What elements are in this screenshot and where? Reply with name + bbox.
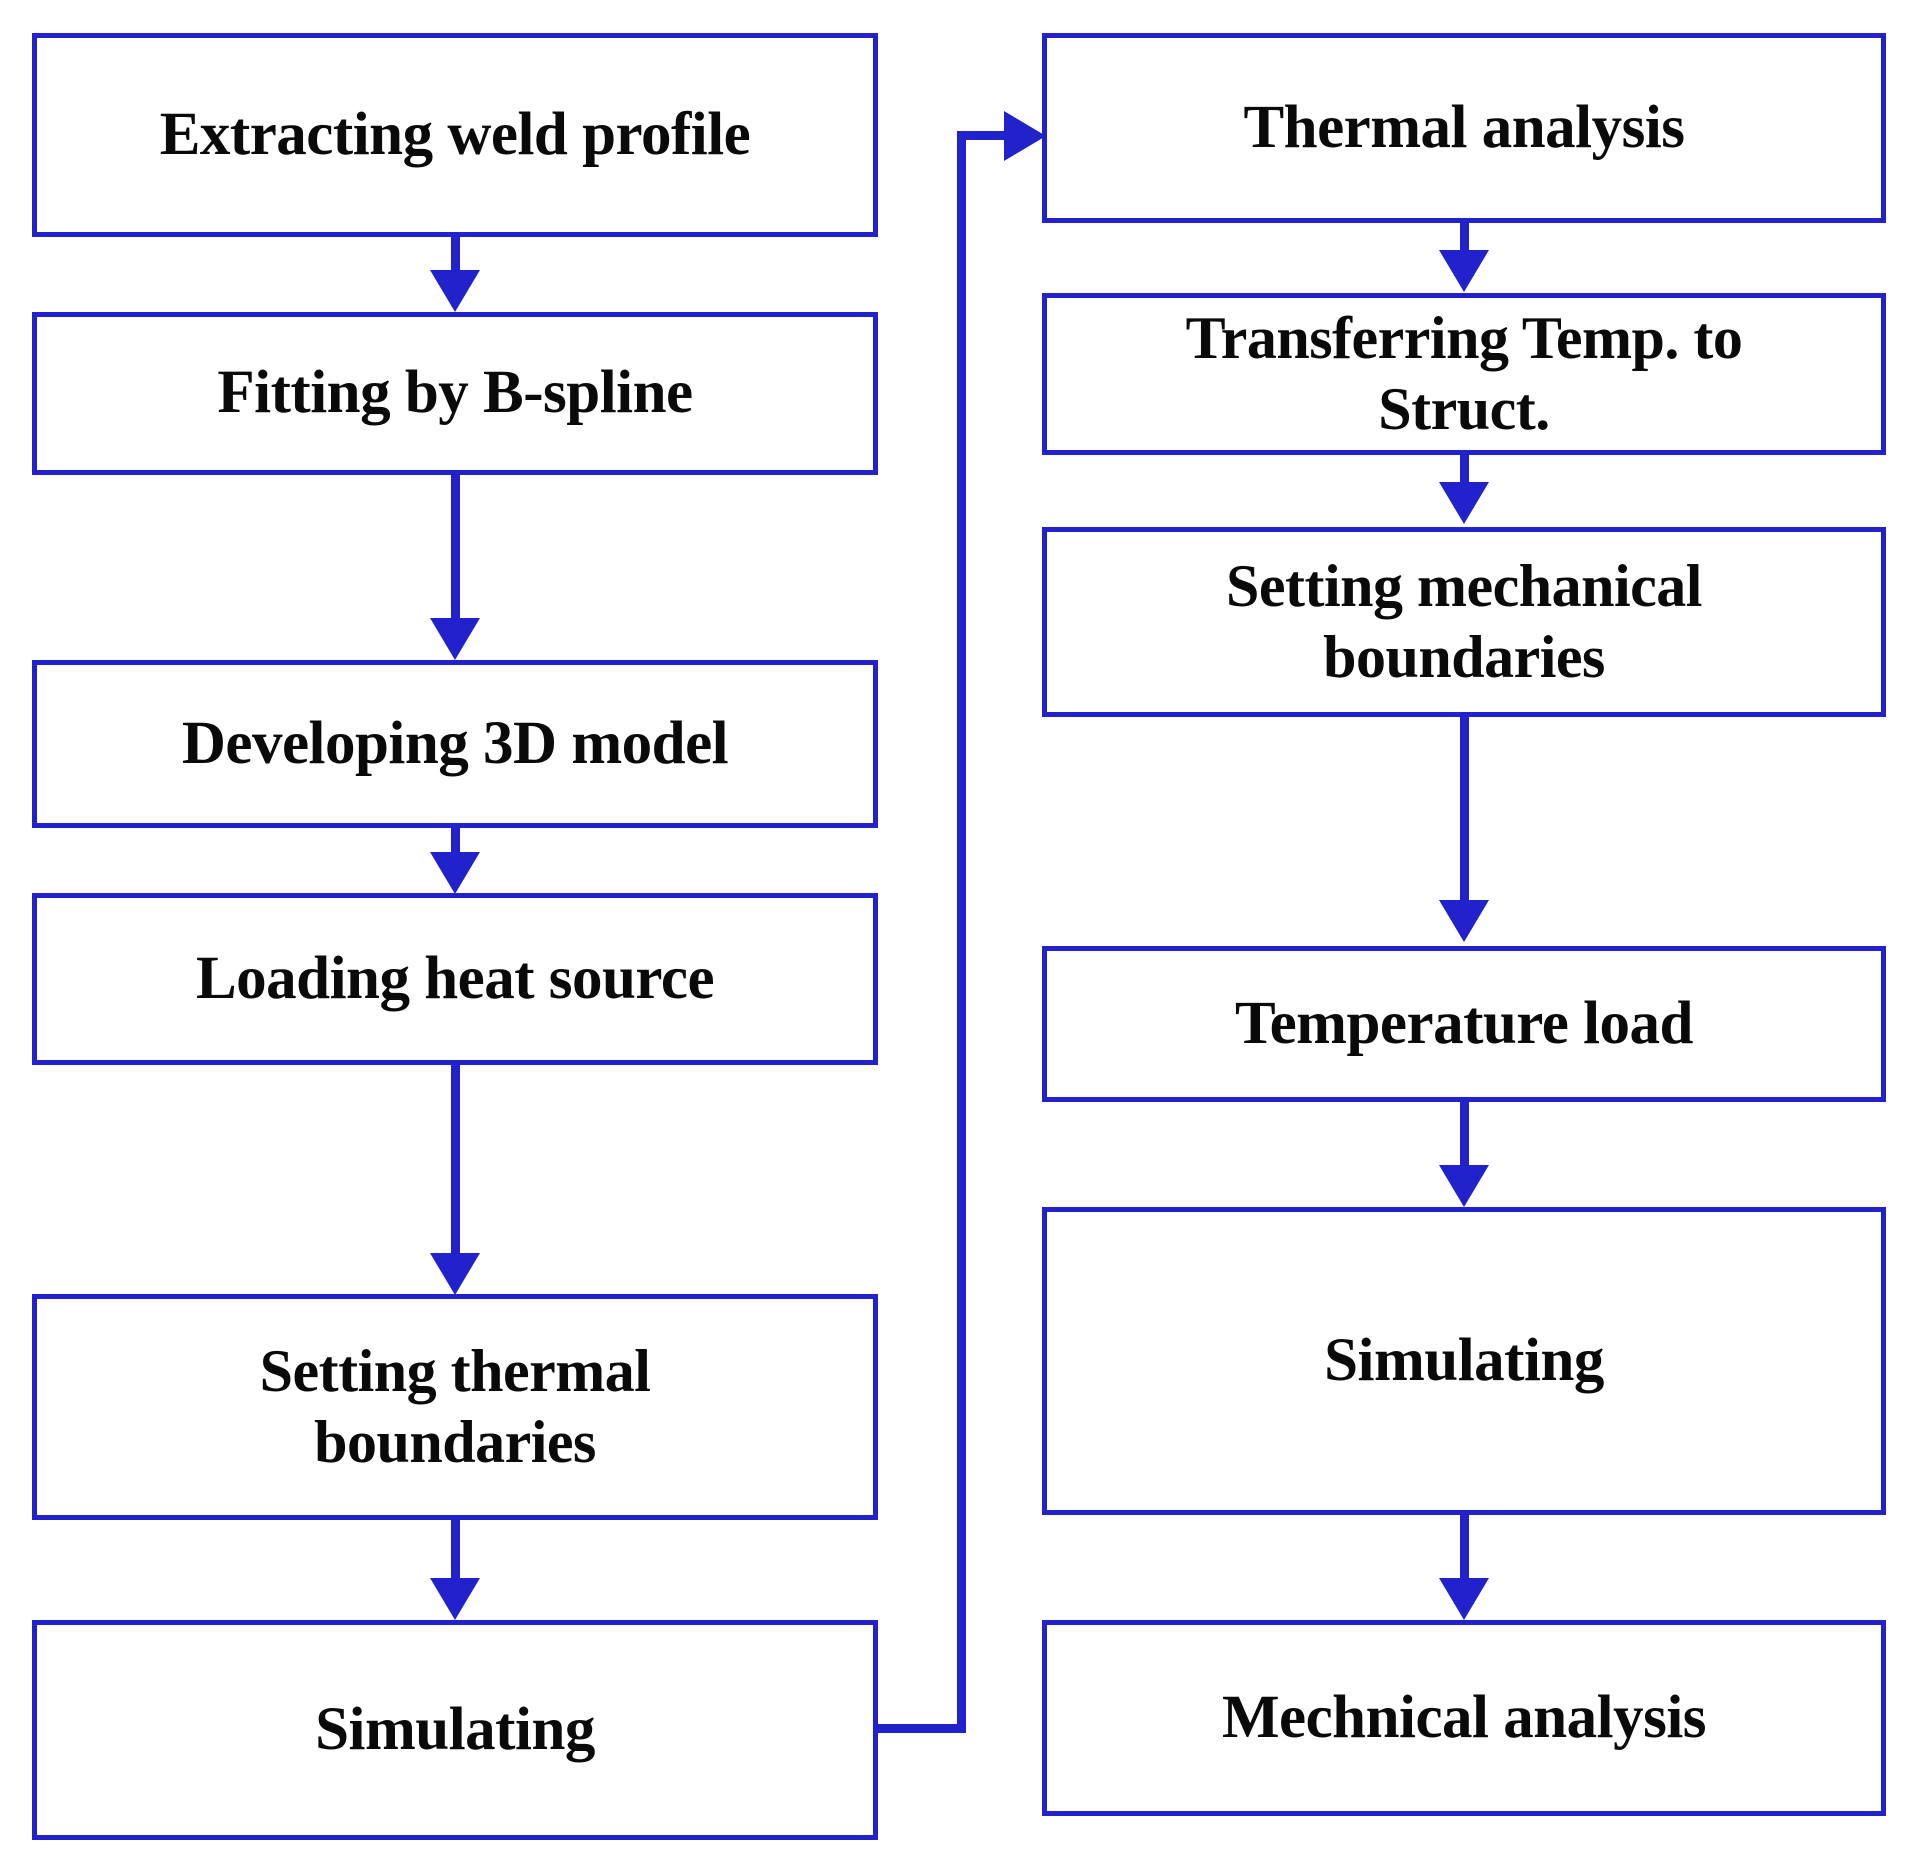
connector-c6-line-horizontal-in (957, 131, 1012, 140)
node-label: Setting thermal boundaries (259, 1338, 651, 1475)
node-label: Transferring Temp. to Struct. (1185, 305, 1743, 442)
connector-c5-arrowhead (430, 1578, 480, 1620)
node-developing-3d-model[interactable]: Developing 3D model (32, 660, 878, 828)
node-label: Mechnical analysis (1221, 1683, 1707, 1751)
node-label: Thermal analysis (1243, 93, 1685, 161)
node-mechnical-analysis[interactable]: Mechnical analysis (1042, 1620, 1886, 1816)
node-label: Temperature load (1235, 989, 1693, 1057)
connector-c8-arrowhead (1439, 482, 1489, 524)
node-setting-mechanical-boundaries[interactable]: Setting mechanical boundaries (1042, 527, 1886, 717)
connector-c6-line-horizontal-out (876, 1724, 966, 1733)
node-transferring-temp-to-struct[interactable]: Transferring Temp. to Struct. (1042, 293, 1886, 455)
node-loading-heat-source[interactable]: Loading heat source (32, 893, 878, 1065)
connector-c6-line-vertical (957, 131, 966, 1729)
connector-c1-arrowhead (430, 270, 480, 312)
node-label: Loading heat source (195, 944, 715, 1012)
connector-c10-line (1460, 1102, 1469, 1172)
node-label: Simulating (315, 1695, 595, 1763)
connector-c11-arrowhead (1439, 1578, 1489, 1620)
node-extracting-weld-profile[interactable]: Extracting weld profile (32, 33, 878, 237)
connector-c6-arrowhead (1004, 111, 1046, 161)
node-temperature-load[interactable]: Temperature load (1042, 946, 1886, 1102)
connector-c5-line (451, 1520, 460, 1582)
connector-c4-line (451, 1065, 460, 1260)
connector-c9-line (1460, 717, 1469, 907)
connector-c11-line (1460, 1515, 1469, 1583)
connector-c2-line (451, 475, 460, 625)
connector-c3-arrowhead (430, 852, 480, 894)
connector-c9-arrowhead (1439, 900, 1489, 942)
node-thermal-analysis[interactable]: Thermal analysis (1042, 33, 1886, 223)
node-label: Developing 3D model (181, 709, 729, 777)
connector-c7-line (1460, 223, 1469, 256)
node-fitting-by-b-spline[interactable]: Fitting by B-spline (32, 312, 878, 475)
node-simulating-mechanical[interactable]: Simulating (1042, 1207, 1886, 1515)
connector-c2-arrowhead (430, 618, 480, 660)
connector-c10-arrowhead (1439, 1165, 1489, 1207)
node-label: Simulating (1324, 1326, 1604, 1394)
node-label: Extracting weld profile (159, 100, 751, 168)
connector-c3-line (451, 828, 460, 860)
connector-c4-arrowhead (430, 1253, 480, 1295)
connector-c8-line (1460, 455, 1469, 487)
node-simulating-thermal[interactable]: Simulating (32, 1620, 878, 1840)
connector-c1-line (451, 237, 460, 277)
node-label: Fitting by B-spline (217, 359, 693, 427)
node-label: Setting mechanical boundaries (1226, 553, 1702, 690)
node-setting-thermal-boundaries[interactable]: Setting thermal boundaries (32, 1294, 878, 1520)
connector-c7-arrowhead (1439, 250, 1489, 292)
